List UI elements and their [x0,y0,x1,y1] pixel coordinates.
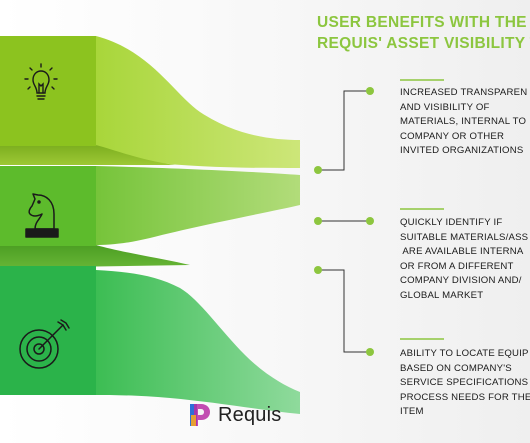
benefit-3-line: PROCESS NEEDS FOR THE [400,391,530,403]
benefit-3-line: BASED ON COMPANY'S [400,362,512,374]
benefit-2-line: QUICKLY IDENTIFY IF [400,217,503,228]
connector-node-2-end [366,217,374,225]
ribbon-2-fold [0,245,190,268]
ribbon-1-side [96,36,300,168]
benefit-3-line: ABILITY TO LOCATE EQUIP [400,348,529,359]
logo-text: Requis [218,403,282,426]
benefit-3-line: ITEM [400,406,424,417]
benefit-1-line: INCREASED TRANSPAREN [400,87,528,98]
benefit-2-line: ARE AVAILABLE INTERNA [400,246,524,257]
benefit-1-line: COMPANY OR OTHER [400,130,505,142]
benefit-1-line: AND VISIBILITY OF [400,101,490,113]
connector-node-1-end [366,87,374,95]
requis-logo-mark [190,404,210,426]
ribbon-3-side [96,270,300,414]
chess-knight-icon [25,193,59,238]
connector-line-3 [318,269,370,353]
benefit-2-line: COMPANY DIVISION AND/ [400,275,522,286]
connector-node-3-end [366,348,374,356]
connector-line-1 [318,90,370,171]
benefit-2-text: QUICKLY IDENTIFY IF SUITABLE MATERIALS/A… [400,216,530,303]
connector-node-2-start [314,217,322,225]
target-icon [19,319,70,369]
benefit-2-line: GLOBAL MARKET [400,289,484,301]
ribbon-2-side [96,166,300,245]
benefit-3-line: SERVICE SPECIFICATIONS [400,377,529,388]
ribbon-1-face [0,36,96,146]
benefit-2-line: SUITABLE MATERIALS/ASS [400,231,529,243]
benefit-2-line: OR FROM A DIFFERENT [400,260,514,272]
connector-node-3-start [314,266,322,274]
benefit-1-line: INVITED ORGANIZATIONS [400,145,524,156]
ribbon-1-fold [0,145,175,165]
lightbulb-icon [24,63,58,100]
benefit-3-text: ABILITY TO LOCATE EQUIP BASED ON COMPANY… [400,347,530,420]
requis-logo: Requis [186,400,281,430]
heading-line-1: USER BENEFITS WITH THE [317,14,527,31]
benefit-1-line: MATERIALS, INTERNAL TO [400,116,527,127]
connector-node-1-start [314,166,322,174]
ribbon-3-face [0,266,96,395]
infographic-heading: USER BENEFITS WITH THE REQUIS' ASSET VIS… [317,12,530,54]
benefit-1-text: INCREASED TRANSPAREN AND VISIBILITY OF M… [400,86,530,159]
heading-line-2: REQUIS' ASSET VISIBILITY T [317,35,530,52]
